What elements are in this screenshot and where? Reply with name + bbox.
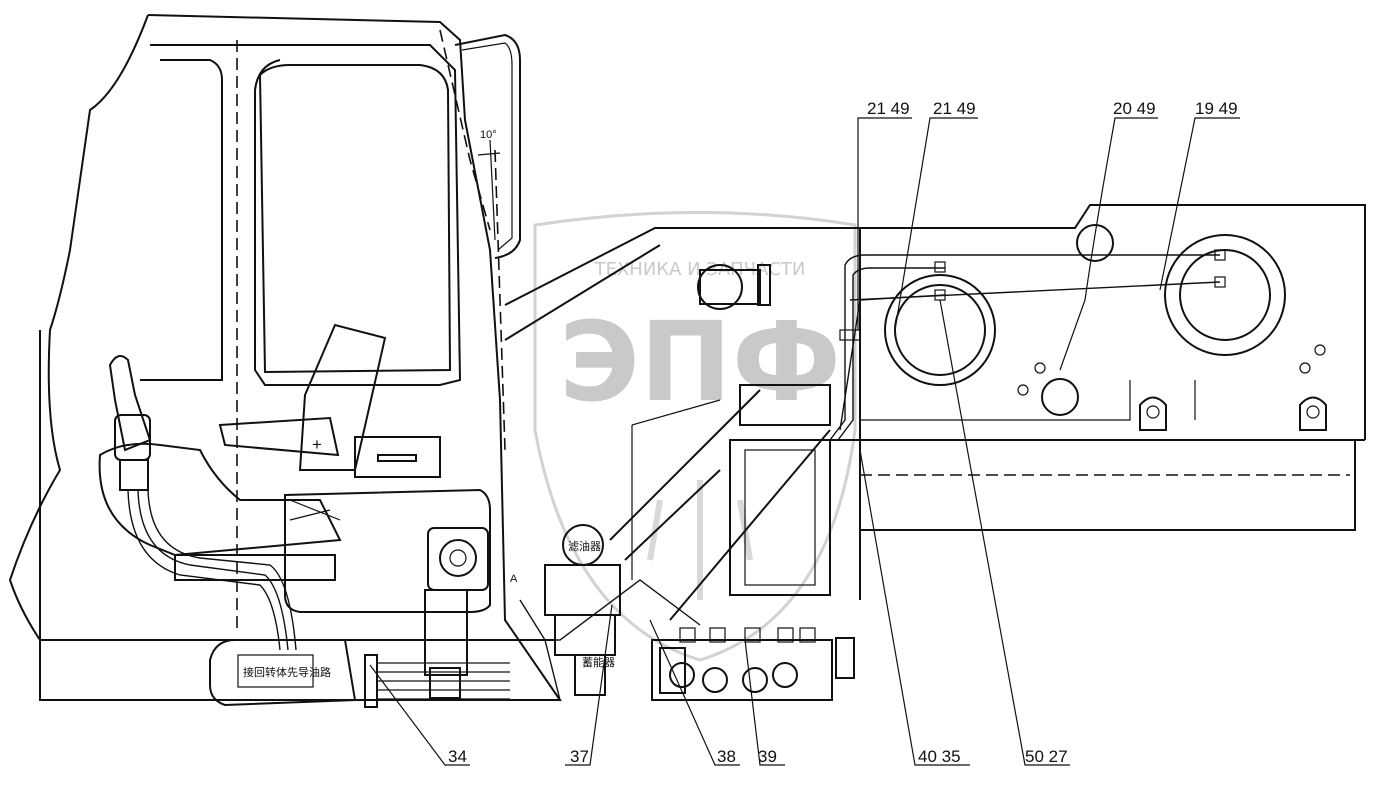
right-frame	[830, 204, 1366, 531]
angle-label: 10°	[480, 129, 497, 141]
svg-text:+: +	[312, 435, 322, 454]
operator-seat: +	[98, 323, 491, 613]
leader-lines	[369, 117, 1240, 766]
joystick	[108, 355, 297, 651]
watermark: ТЕХНИКА И ЗАПЧАСТИ ЭПФ	[533, 211, 857, 662]
callout-19-49: 19 49	[1195, 99, 1238, 118]
callout-50-27: 50 27	[1025, 747, 1068, 766]
hydraulic-tank	[504, 227, 861, 621]
callout-37: 37	[570, 747, 589, 766]
filter-and-valves: 滤油器 蓄能器	[505, 524, 701, 701]
plate-text: 接回转体先导油路	[243, 665, 331, 679]
callout-20-49: 20 49	[1113, 99, 1156, 118]
callout-21-49-b: 21 49	[933, 99, 976, 118]
pilot-pump	[424, 527, 489, 699]
callout-34: 34	[448, 747, 467, 766]
control-valve	[651, 627, 855, 701]
valve-label: 蓄能器	[582, 655, 615, 669]
operator-cab: 10°	[8, 14, 562, 701]
filter-label: 滤油器	[568, 539, 601, 553]
pilot-hoses	[829, 249, 1226, 441]
rotary-plate: 接回转体先导油路 A	[209, 573, 518, 708]
callout-39: 39	[758, 747, 777, 766]
callout-21-49-a: 21 49	[867, 99, 910, 118]
watermark-main-text: ЭПФ	[559, 298, 841, 426]
callout-40-35: 40 35	[918, 747, 961, 766]
callout-38: 38	[717, 747, 736, 766]
mark-a: A	[510, 573, 518, 585]
callout-labels: 21 49 21 49 20 49 19 49 34 37 38 39 40 3…	[448, 99, 1238, 766]
